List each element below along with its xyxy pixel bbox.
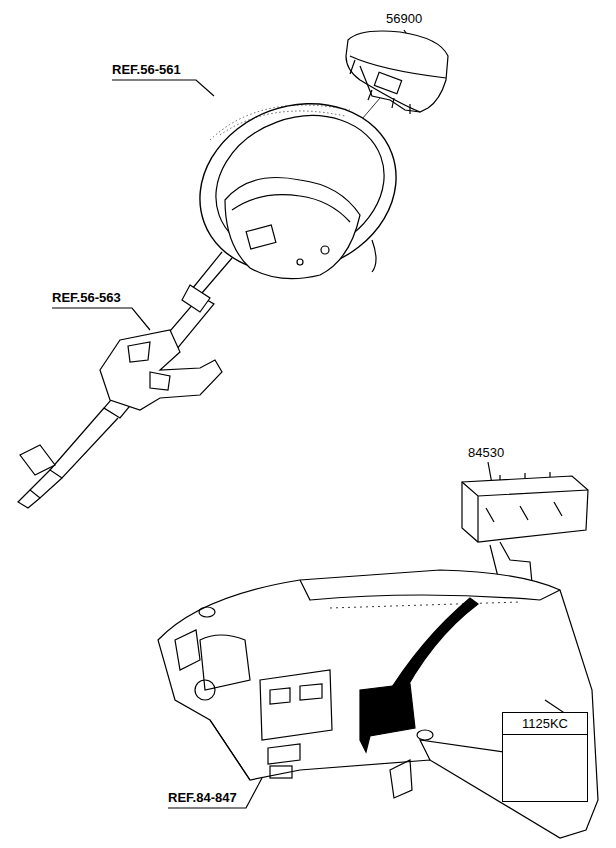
steering-wheel — [176, 77, 420, 300]
installed-airbag — [360, 684, 415, 752]
part-box: 1125KC — [502, 712, 588, 802]
leader-line — [168, 778, 262, 808]
callout-number: 56900 — [386, 12, 422, 25]
dashboard — [158, 570, 598, 838]
reference-label: REF.56-563 — [52, 291, 121, 304]
part-number: 1125KC — [503, 713, 587, 735]
reference-label: REF.84-847 — [168, 791, 237, 804]
callout-number: 84530 — [468, 446, 504, 459]
driver-airbag — [346, 31, 448, 114]
leader-line — [112, 80, 214, 96]
steering-column — [18, 252, 232, 508]
reference-label: REF.56-561 — [112, 63, 181, 76]
leader-line — [52, 308, 150, 330]
